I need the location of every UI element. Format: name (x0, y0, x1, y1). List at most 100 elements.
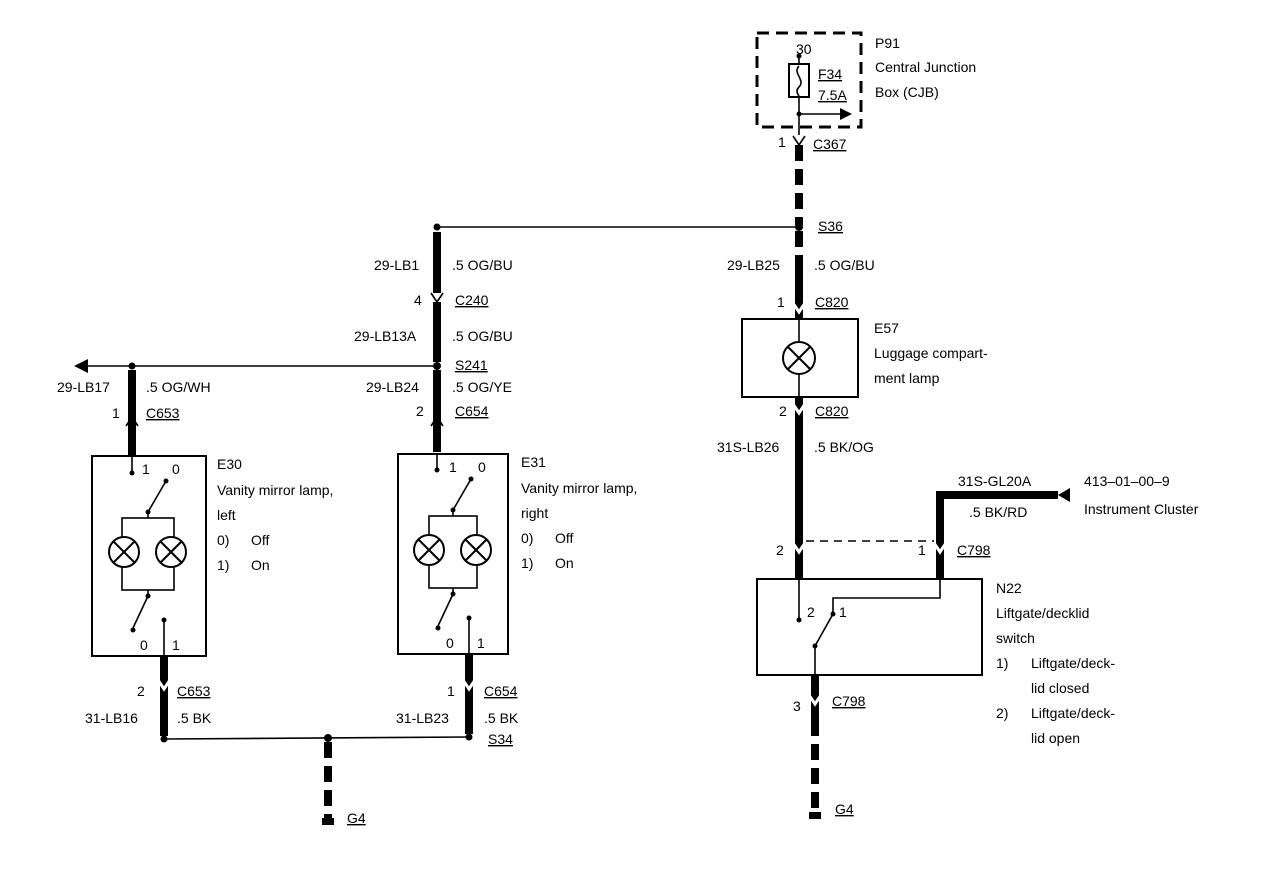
wire-31-lb23-spec: .5 BK (484, 710, 519, 726)
e30-pin-top-1: 1 (142, 461, 150, 477)
wire-29-lb24-spec: .5 OG/YE (452, 379, 512, 395)
wire-29-lb1-label: 29-LB1 (374, 257, 419, 273)
fuse-pin-dot (796, 53, 802, 59)
fuse-f34-symbol (788, 63, 810, 98)
n22-name-line2: switch (996, 630, 1035, 646)
wire-29-lb25-spec: .5 OG/BU (814, 257, 875, 273)
wire-29-lb13a-label: 29-LB13A (354, 328, 417, 344)
splice-s34-label: S34 (488, 731, 513, 747)
e57-luggage-compartment-lamp: E57 Luggage compart- ment lamp (741, 318, 988, 398)
e57-lamp-icon (782, 341, 816, 375)
ground-g4-right-icon (809, 812, 821, 819)
n22-name-line1: Liftgate/decklid (996, 605, 1089, 621)
e31-vanity-mirror-lamp-right: 1 0 0 1 E31 Vanity mirror lamp, right 0)… (397, 453, 637, 655)
n22-pin2-text: 2 (807, 604, 815, 620)
wire-31-lb23-label: 31-LB23 (396, 710, 449, 726)
n22-pin1-lead (832, 579, 941, 612)
e31-lamp-b-icon (460, 534, 492, 566)
fuse-id-label: F34 (818, 66, 842, 82)
c654-top-connector-symbol (430, 415, 444, 427)
s241-continue-arrow-icon (74, 359, 88, 373)
c820-top-pin-label: 1 (777, 294, 785, 310)
n22-switch-blade (814, 613, 834, 647)
e30-name-line1: Vanity mirror lamp, (217, 482, 333, 498)
splice-s34-dot (324, 734, 332, 742)
n22-state1-line1: Liftgate/deck- (1031, 655, 1115, 671)
cjb-name-line2: Box (CJB) (875, 84, 939, 100)
e31-top-switch-blade (452, 478, 472, 511)
c798-pin1-connector-symbol (932, 542, 948, 555)
n22-state1-line2: lid closed (1031, 680, 1089, 696)
wire-29-lb17-label: 29-LB17 (57, 379, 110, 395)
c798-pin2-connector-symbol (791, 542, 807, 555)
fuse-rating-label: 7.5A (818, 87, 847, 103)
e31-name-line2: right (521, 505, 548, 521)
cjb-branch-arrow-icon (840, 108, 852, 120)
c653-bottom-label: C653 (177, 683, 211, 699)
e31-bottom-pin1-dot (466, 615, 472, 621)
c367-label: C367 (813, 136, 847, 152)
n22-pin1-text: 1 (839, 604, 847, 620)
wire-29-lb17-spec: .5 OG/WH (146, 379, 211, 395)
wire-29-lb24-label: 29-LB24 (366, 379, 419, 395)
s36-left-dot (433, 223, 441, 231)
c654-top-pin-label: 2 (416, 403, 424, 419)
n22-outline (756, 578, 983, 676)
e30-bottom-pin1-dot (161, 617, 167, 623)
e31-ref-label: E31 (521, 454, 546, 470)
c653-bottom-connector-symbol (156, 679, 172, 692)
fuse-pin-label: 30 (796, 41, 812, 57)
e30-bottom-pin0-dot (130, 627, 136, 633)
e30-state1-text: On (251, 557, 270, 573)
c240-pin-label: 4 (414, 292, 422, 308)
e31-state1-text: On (555, 555, 574, 571)
e30-pin1-dot (129, 470, 135, 476)
wire-31s-lb26-label: 31S-LB26 (717, 439, 779, 455)
wire-31s-lb26-spec: .5 BK/OG (814, 439, 874, 455)
instrument-cluster-arrow-icon (1058, 488, 1070, 502)
c654-bottom-label: C654 (484, 683, 518, 699)
n22-state2-line2: lid open (1031, 730, 1080, 746)
wire-29-lb1-spec: .5 OG/BU (452, 257, 513, 273)
e30-name-line2: left (217, 507, 236, 523)
e30-state0-text: Off (251, 532, 270, 548)
e30-bottom-switch-blade (132, 595, 149, 629)
s34-bus-line (163, 736, 470, 740)
e31-name-line1: Vanity mirror lamp, (521, 480, 637, 496)
splice-s241-label: S241 (455, 357, 488, 373)
cjb-name-line1: Central Junction (875, 59, 976, 75)
e30-ref-label: E30 (217, 456, 242, 472)
instrument-cluster-ref: 413–01–00–9 (1084, 473, 1170, 489)
e30-pin-bot-0: 0 (140, 637, 148, 653)
c653-top-label: C653 (146, 405, 180, 421)
e31-state0-key: 0) (521, 530, 533, 546)
central-junction-box: 30 F34 7.5A P91 Central Junction Box (CJ… (755, 31, 976, 135)
e57-name-line1: Luggage compart- (874, 345, 988, 361)
e31-state0-text: Off (555, 530, 574, 546)
e30-pin-bot-1: 1 (172, 637, 180, 653)
c653-bottom-pin-label: 2 (137, 683, 145, 699)
n22-state2-line1: Liftgate/deck- (1031, 705, 1115, 721)
splice-s36-label: S36 (818, 218, 843, 234)
c367-connector-symbol (792, 135, 806, 147)
ground-g4-left-icon (322, 818, 334, 825)
e30-outline (91, 455, 207, 657)
instrument-cluster-name: Instrument Cluster (1084, 501, 1199, 517)
c820-bottom-pin-label: 2 (779, 403, 787, 419)
c654-top-label: C654 (455, 403, 489, 419)
wire-29-lb13a-spec: .5 OG/BU (452, 328, 513, 344)
c798-bottom-pin-label: 3 (793, 698, 801, 714)
c820-bottom-label: C820 (815, 403, 849, 419)
e30-pin-top-0: 0 (172, 461, 180, 477)
cjb-ref-label: P91 (875, 35, 900, 51)
wire-31s-gl20a-label: 31S-GL20A (958, 473, 1032, 489)
c798-pin2-label: 2 (776, 542, 784, 558)
e57-name-line2: ment lamp (874, 370, 940, 386)
ground-g4-left-label: G4 (347, 810, 366, 826)
n22-state1-key: 1) (996, 655, 1008, 671)
n22-liftgate-switch: 2 1 N22 Liftgate/decklid switch 1) Liftg… (756, 578, 1115, 746)
c654-bottom-pin-label: 1 (447, 683, 455, 699)
c820-top-connector-symbol (791, 302, 807, 315)
c798-label: C798 (957, 542, 991, 558)
